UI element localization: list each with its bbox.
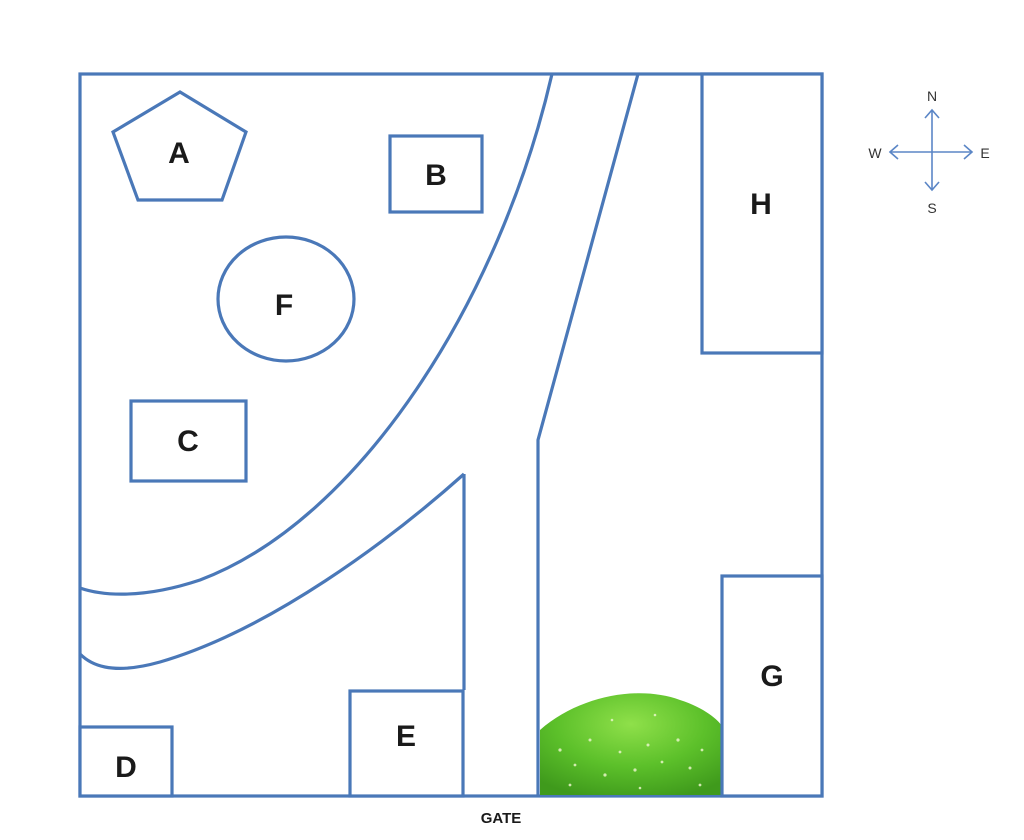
building-e — [348, 689, 465, 798]
building-c-label: C — [177, 425, 199, 458]
grass-hill — [540, 693, 722, 795]
building-b-label: B — [425, 159, 447, 192]
building-f — [216, 235, 356, 363]
building-g-label: G — [760, 660, 783, 693]
compass-south-label: S — [927, 200, 936, 216]
building-a — [111, 90, 248, 202]
building-h-label: H — [750, 188, 772, 221]
building-e-label: E — [396, 720, 416, 753]
straight-road-edge — [536, 73, 640, 796]
gate-label: GATE — [481, 810, 522, 827]
building-f-label: F — [275, 289, 293, 322]
building-d — [78, 725, 174, 798]
west-arrow-icon — [888, 144, 899, 160]
building-b — [388, 134, 484, 214]
north-arrow-icon — [924, 108, 940, 119]
curved-road-outer-edge — [79, 73, 554, 596]
building-h — [700, 72, 824, 355]
curved-road-inner-curve — [78, 472, 466, 670]
compass-north-label: N — [927, 88, 937, 104]
compass-east-label: E — [980, 145, 989, 161]
building-d-label: D — [115, 751, 137, 784]
building-a-label: A — [168, 137, 190, 170]
building-c — [129, 399, 248, 483]
compass: N S W E — [868, 88, 989, 216]
compass-west-label: W — [868, 145, 882, 161]
east-arrow-icon — [963, 144, 974, 160]
building-g — [720, 574, 824, 798]
south-arrow-icon — [924, 181, 940, 192]
